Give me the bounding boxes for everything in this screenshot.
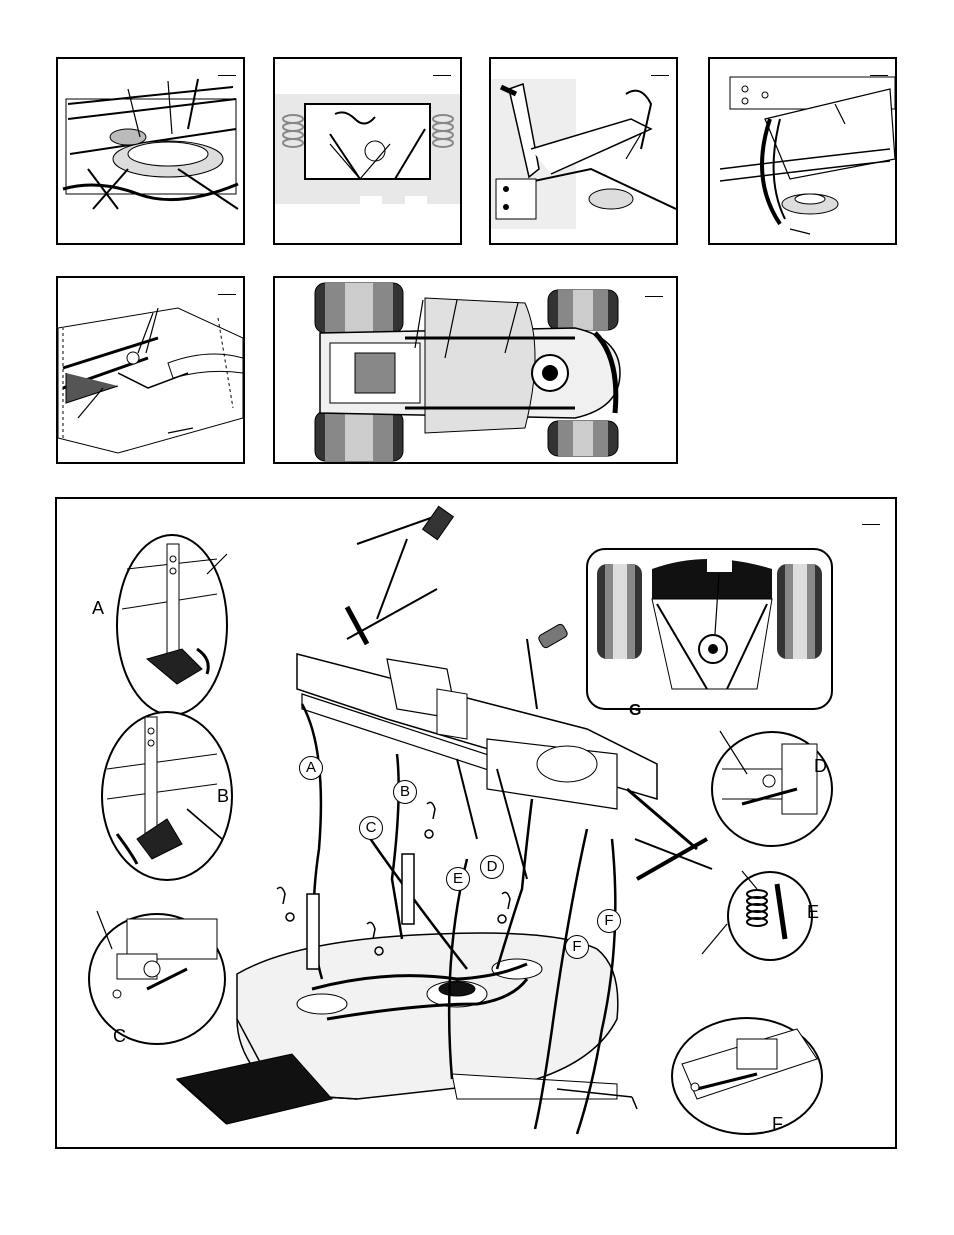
callout-b-illustration [102, 712, 232, 880]
figure-panel-1 [56, 57, 245, 245]
callout-e-illustration [702, 871, 812, 960]
springs-and-bracket-illustration [275, 59, 462, 245]
mower-deck-assembly-illustration [57, 499, 897, 1149]
figure-panel-3 [489, 57, 678, 245]
figure-panel-5 [56, 276, 245, 464]
callout-label-f: F [772, 1115, 783, 1133]
figure-panel-6 [273, 276, 678, 464]
callout-label-a: A [92, 599, 104, 617]
callout-label-g: G [629, 702, 641, 720]
belt-under-frame-illustration [710, 59, 897, 245]
route-label-c: C [359, 816, 383, 840]
callout-label-c: C [113, 1027, 126, 1045]
route-label-f-1: F [597, 909, 621, 933]
main-assembly-panel: A B C D E F G A B C D E F F [55, 497, 897, 1149]
callout-label-b: B [217, 787, 229, 805]
callout-label-d: D [814, 757, 827, 775]
figure-panel-4 [708, 57, 897, 245]
tractor-underside-illustration [275, 278, 678, 464]
route-label-e: E [446, 867, 470, 891]
callout-g-illustration [587, 549, 832, 709]
figure-panel-2 [273, 57, 462, 245]
frame-lever-illustration [491, 59, 678, 245]
belt-pulley-illustration [58, 59, 245, 245]
deck-bracket-install-illustration [58, 278, 245, 464]
route-label-d: D [480, 855, 504, 879]
route-label-b: B [393, 780, 417, 804]
callout-label-e: E [807, 903, 819, 921]
route-label-a: A [299, 756, 323, 780]
route-label-f-2: F [565, 935, 589, 959]
mower-deck [177, 839, 712, 1124]
callout-f-illustration [672, 1018, 822, 1134]
callout-d-illustration [712, 731, 832, 846]
callout-a-illustration [117, 535, 227, 715]
callout-c-illustration [89, 911, 225, 1044]
